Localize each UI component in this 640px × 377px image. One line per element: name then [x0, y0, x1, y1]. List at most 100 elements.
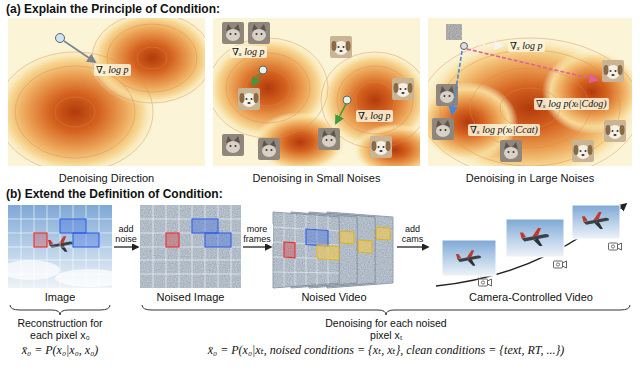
arrow-label: more frames — [241, 224, 273, 244]
camera-controlled-video-part — [520, 228, 549, 246]
density-panel-three-part — [602, 60, 624, 82]
density-panel-two-part — [222, 134, 244, 156]
gradient-label: ∇ₓ log p(xₜ|Cdog) — [534, 98, 609, 110]
clean-image-part-part — [8, 274, 112, 275]
picture-box: Camera-Controlled Video — [430, 205, 632, 303]
noised-video-frames — [273, 212, 393, 288]
clean-image-part — [8, 205, 112, 288]
noised-image-part-part — [140, 219, 241, 220]
gradient-label: ∇ₓ log p — [94, 64, 131, 76]
noised-video-frames-part-part — [306, 215, 307, 285]
density-panel-two-part — [353, 124, 420, 166]
section-heading: (a) Explain the Principle of Condition: — [6, 2, 220, 16]
noised-video-frames-part — [376, 227, 390, 240]
density-panel-two-part — [238, 88, 260, 110]
density-panel-one-part-part — [137, 47, 167, 69]
arrow-label: add noise — [112, 224, 140, 244]
camera-controlled-video-part — [572, 205, 620, 239]
gradient-label: ∇ₓ log p — [230, 46, 267, 58]
noised-image-part — [140, 205, 241, 288]
panel-caption-box: Denoising Direction — [8, 18, 205, 184]
density-panel-one-part — [8, 18, 205, 166]
density-panel-two-part — [343, 96, 351, 104]
density-panel-three-part — [446, 24, 462, 40]
density-panel-one — [8, 18, 205, 166]
camera-controlled-video-part — [478, 277, 485, 278]
caption-text: Denoising in Large Noises — [466, 172, 594, 184]
camera-controlled-video-part — [554, 261, 567, 268]
formula-text: x̄₀ = P(x₀|x₀, x₀) — [2, 343, 118, 357]
caption-text: Camera-Controlled Video — [469, 291, 593, 303]
density-panel-three-part — [500, 140, 522, 162]
density-panel-two-part — [252, 73, 261, 85]
noised-image-part — [166, 233, 179, 247]
density-panel-two-part — [213, 38, 420, 148]
density-panel-one-part — [88, 18, 205, 106]
density-panel-one-part-part — [107, 24, 197, 92]
gradient-label: ∇ₓ log p(xₜ|Ccat) — [468, 124, 540, 136]
density-panel-two-part — [330, 36, 352, 58]
density-panel-one-part-part — [55, 97, 95, 127]
density-panel-one-part-part — [35, 81, 115, 143]
flow-arrow — [243, 246, 271, 247]
density-panel-three-part — [461, 43, 468, 50]
camera-controlled-video-part — [442, 240, 496, 276]
brackets — [10, 305, 630, 315]
density-panel-three-part — [467, 49, 597, 80]
density-panel-three-part — [467, 44, 502, 46]
brackets-part — [142, 305, 630, 315]
density-panel-two-part-part — [226, 53, 310, 123]
noised-image-part — [192, 219, 218, 233]
noised-video-frames-part — [273, 212, 339, 288]
panel-caption-box: Denoising in Small Noises — [213, 18, 420, 184]
noised-video-frames-part — [284, 242, 295, 258]
caption-text: Denoising Direction — [59, 172, 154, 184]
gradient-label: ∇ₓ log p — [508, 40, 545, 52]
density-panel-three-part — [452, 51, 462, 114]
noised-image-part-part — [153, 205, 154, 288]
density-panel-two-part-part — [337, 66, 413, 134]
clean-image-part-part — [8, 260, 112, 261]
noised-image-part-part — [192, 205, 193, 288]
section-heading: (b) Extend the Definition of Condition: — [6, 187, 223, 201]
noised-image-part-part — [140, 274, 241, 275]
density-panel-one-part-part — [122, 36, 182, 80]
camera-controlled-video-part — [609, 243, 622, 250]
camera-controlled-video-part — [479, 279, 492, 286]
camera-controlled-video — [436, 204, 626, 286]
caption-text: Denoising in Small Noises — [253, 172, 381, 184]
noised-video-frames-part — [306, 229, 328, 246]
density-panel-three-part-part — [428, 38, 632, 166]
density-panel-two-part-part — [213, 38, 328, 138]
clean-image-part-part — [21, 205, 22, 288]
density-panel-three — [428, 18, 632, 166]
noised-image-part — [205, 233, 231, 247]
picture-box: Noised Image — [140, 205, 241, 303]
flow-arrow — [397, 246, 428, 247]
density-panel-two-part — [222, 22, 244, 44]
noised-video-frames-part — [358, 240, 372, 253]
picture-box: Noised Video — [273, 205, 395, 303]
density-panel-one-part-part — [8, 52, 153, 166]
density-panel-two-part — [248, 22, 270, 44]
clean-image-part — [60, 219, 86, 233]
density-panel-two-part — [258, 138, 280, 160]
density-panel-three-part — [446, 24, 462, 40]
caption-text: Image — [45, 291, 76, 303]
density-panel-two-part — [318, 128, 340, 150]
clean-image-part — [55, 269, 125, 287]
caption-text: Noised Video — [301, 291, 366, 303]
noised-image-part — [140, 205, 241, 288]
density-panel-two — [213, 18, 420, 166]
clean-image-part — [34, 233, 47, 247]
camera-controlled-video-part — [506, 219, 564, 257]
description-text: Denoising for each noised pixel xₜ — [318, 317, 454, 341]
noised-video-frames-part — [273, 212, 339, 288]
density-panel-two-part — [336, 104, 346, 123]
density-panel-three-part — [604, 120, 626, 142]
clean-image-part-part — [60, 205, 61, 288]
density-panel-three-part — [572, 140, 594, 162]
camera-controlled-video-part — [436, 204, 626, 286]
description-text: Reconstruction for each pixel x₀ — [14, 317, 106, 341]
